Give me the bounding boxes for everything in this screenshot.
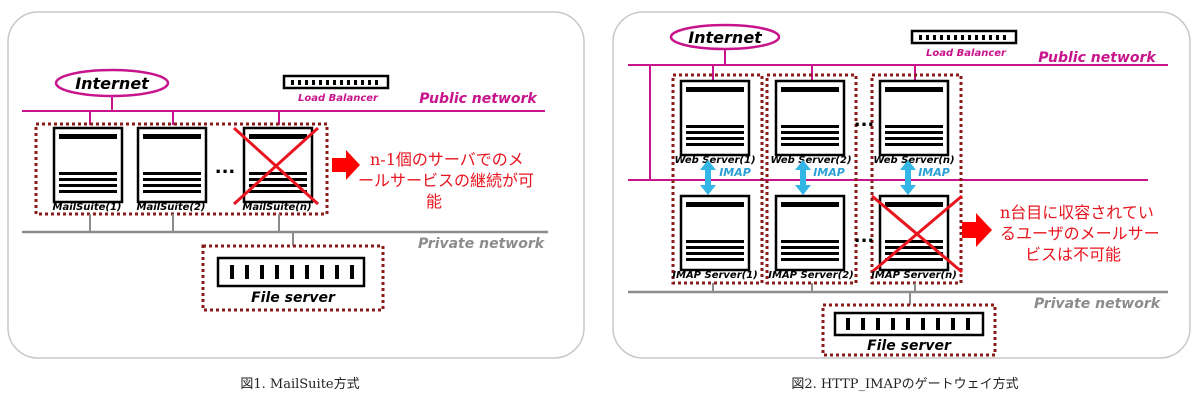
imap-arrow xyxy=(700,160,716,195)
mailsuite-server-n: MailSuite(n) xyxy=(232,126,320,213)
load-balancer-label: Load Balancer xyxy=(298,93,379,104)
file-server: File server xyxy=(201,244,385,312)
ellipsis: ... xyxy=(215,157,236,178)
internet-node: Internet xyxy=(54,68,170,98)
web-server-1: Web Server(1) xyxy=(674,79,756,166)
web-server-2: Web Server(2) xyxy=(770,79,852,166)
server-label: IMAP Server(1) xyxy=(672,270,757,281)
ellipsis: ... xyxy=(854,110,875,131)
failure-cross xyxy=(871,194,963,274)
web-server-n: Web Server(n) xyxy=(873,79,955,166)
arrow-right xyxy=(332,150,360,180)
server-group-box xyxy=(34,122,329,216)
public-network-label: Public network xyxy=(419,91,538,107)
internet-label: Internet xyxy=(688,28,763,47)
failure-cross xyxy=(232,126,320,206)
note-line-3: ビスは不可能 xyxy=(1025,245,1121,264)
note-line-2: るユーザのメールサー xyxy=(1000,224,1160,243)
mailsuite-server-1: MailSuite(1) xyxy=(53,126,124,213)
figure-2-caption: 図2. HTTP_IMAPのゲートウェイ方式 xyxy=(791,376,1018,392)
imap-link-1: IMAP xyxy=(700,160,751,195)
imap-server-2: IMAP Server(2) xyxy=(768,194,854,281)
ellipsis: ... xyxy=(854,226,875,247)
server-label: IMAP Server(2) xyxy=(768,270,853,281)
private-network-label: Private network xyxy=(1034,296,1162,312)
file-server-box xyxy=(821,303,997,357)
server-label: MailSuite(2) xyxy=(137,202,206,213)
column-group-n xyxy=(870,73,963,285)
public-network-label: Public network xyxy=(1038,50,1157,66)
server-label: Web Server(2) xyxy=(770,155,851,166)
note-line-1: n-1個のサーバでのメ xyxy=(370,150,524,169)
imap-label: IMAP xyxy=(918,166,950,179)
internet-node: Internet xyxy=(669,23,781,51)
figure-1-caption: 図1. MailSuite方式 xyxy=(240,376,359,392)
note-line-1: n台目に収容されてい xyxy=(1000,203,1154,222)
imap-arrow xyxy=(795,160,811,195)
server-label: IMAP Server(n) xyxy=(871,270,957,281)
file-server-label: File server xyxy=(251,290,336,306)
imap-server-n: IMAP Server(n) xyxy=(871,194,963,281)
mailsuite-server-2: MailSuite(2) xyxy=(137,126,208,213)
column-group-1 xyxy=(671,73,764,285)
server-label: MailSuite(n) xyxy=(242,202,311,213)
load-balancer: Load Balancer xyxy=(282,74,390,104)
column-group-2 xyxy=(765,73,858,285)
server-label: MailSuite(1) xyxy=(53,202,122,213)
note-line-3: 能 xyxy=(426,192,442,211)
imap-label: IMAP xyxy=(813,166,845,179)
arrow-right xyxy=(962,213,992,247)
note-line-2: ールサービスの継続が可 xyxy=(358,171,534,190)
file-server: File server xyxy=(821,303,997,357)
private-network-label: Private network xyxy=(418,236,546,252)
imap-server-1: IMAP Server(1) xyxy=(672,194,758,281)
server-label: Web Server(n) xyxy=(873,155,954,166)
imap-label: IMAP xyxy=(719,166,751,179)
file-server-box xyxy=(201,244,385,312)
imap-link-2: IMAP xyxy=(795,160,845,195)
imap-link-n: IMAP xyxy=(900,160,950,195)
file-server-label: File server xyxy=(867,338,952,354)
figure-2: Internet Load Balancer Public network We… xyxy=(612,11,1191,392)
server-label: Web Server(1) xyxy=(674,155,755,166)
load-balancer: Load Balancer xyxy=(910,29,1018,59)
internet-label: Internet xyxy=(75,74,150,93)
imap-arrow xyxy=(900,160,916,195)
figure-1: Internet Load Balancer Public network Ma… xyxy=(7,11,585,392)
load-balancer-label: Load Balancer xyxy=(926,48,1007,59)
